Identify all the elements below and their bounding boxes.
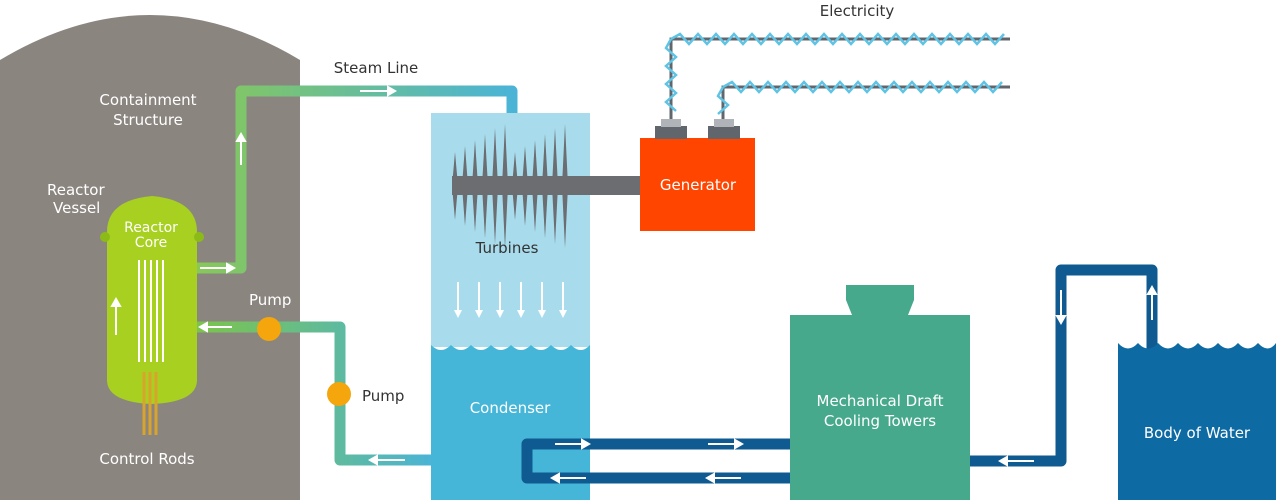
condensate-flow-arrows bbox=[454, 282, 567, 318]
generator-label: Generator bbox=[660, 176, 737, 194]
cooling-towers-label-line2: Cooling Towers bbox=[824, 412, 936, 430]
terminal-cap-left bbox=[661, 119, 681, 127]
turbine-blade bbox=[552, 186, 558, 244]
cooling-loop-outer bbox=[521, 438, 791, 484]
cooling-tower-fan-housing bbox=[846, 285, 914, 315]
generator-terminal-left bbox=[655, 126, 687, 139]
body-of-water-label: Body of Water bbox=[1144, 424, 1251, 442]
pump-lower-label: Pump bbox=[362, 387, 404, 405]
fuel-rods bbox=[138, 260, 164, 362]
vessel-flange-right bbox=[194, 232, 204, 242]
turbine-blade bbox=[492, 128, 498, 186]
turbine-blade bbox=[482, 134, 488, 186]
condenser-label: Condenser bbox=[470, 399, 551, 417]
containment-structure-label-line1: Containment bbox=[99, 91, 196, 109]
electricity-label: Electricity bbox=[820, 2, 895, 20]
turbine-blade bbox=[522, 186, 528, 226]
terminal-cap-right bbox=[714, 119, 734, 127]
cooling-towers-label-line1: Mechanical Draft bbox=[817, 392, 944, 410]
steam-line-label: Steam Line bbox=[334, 59, 418, 77]
down-arrow bbox=[475, 282, 483, 318]
pump-upper-label: Pump bbox=[249, 291, 291, 309]
turbine-blade bbox=[552, 128, 558, 186]
turbine-blade bbox=[562, 186, 568, 248]
turbines-label: Turbines bbox=[475, 239, 539, 257]
vessel-flange-left bbox=[100, 232, 110, 242]
turbine-blade bbox=[562, 124, 568, 186]
reactor-core-label-line1: Reactor bbox=[124, 220, 178, 236]
turbine-blade bbox=[472, 140, 478, 186]
reactor-vessel-label-line1: Reactor bbox=[47, 181, 105, 199]
turbine-blade bbox=[532, 186, 538, 232]
turbine-blade bbox=[482, 186, 488, 238]
pump-upper bbox=[257, 317, 281, 341]
body-of-water bbox=[1118, 343, 1276, 500]
turbine-blade bbox=[532, 140, 538, 186]
flow-arrows bbox=[110, 85, 1158, 484]
turbine-shaft bbox=[452, 176, 642, 195]
turbine-blade bbox=[502, 124, 508, 186]
cooling-towers bbox=[790, 315, 970, 500]
turbine-blade bbox=[462, 186, 468, 226]
reactor-vessel-label-line2: Vessel bbox=[53, 199, 100, 217]
down-arrow bbox=[454, 282, 462, 318]
condenser-body bbox=[431, 345, 590, 500]
down-arrow bbox=[517, 282, 525, 318]
down-arrow bbox=[538, 282, 546, 318]
containment-structure-label-line2: Structure bbox=[113, 111, 183, 129]
down-arrow bbox=[496, 282, 504, 318]
turbine-blade bbox=[492, 186, 498, 244]
turbine-blade bbox=[472, 186, 478, 232]
pump-lower bbox=[327, 382, 351, 406]
generator bbox=[640, 138, 755, 231]
control-rods-label: Control Rods bbox=[99, 450, 194, 468]
turbine-blade bbox=[542, 186, 548, 238]
down-arrow bbox=[559, 282, 567, 318]
electricity-wires bbox=[664, 32, 1010, 119]
generator-terminal-right bbox=[708, 126, 740, 139]
turbine-blade bbox=[502, 186, 508, 248]
control-rods-graphic bbox=[142, 372, 158, 435]
reactor-core-label-line2: Core bbox=[135, 235, 167, 251]
turbine-blade bbox=[542, 134, 548, 186]
